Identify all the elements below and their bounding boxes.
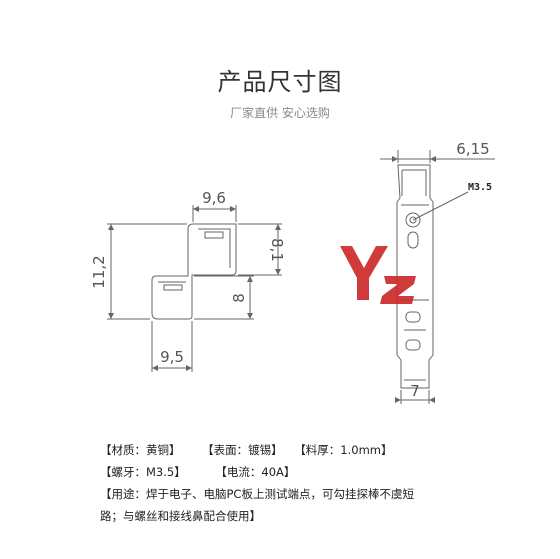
dim-thread: M3.5 <box>468 182 492 193</box>
front-view-screw-hole <box>405 212 421 228</box>
dim-bottom-width: 9,5 <box>160 348 184 366</box>
dim-step-height: 8 <box>230 293 248 303</box>
page-title: 产品尺寸图 <box>217 68 343 96</box>
side-view-inner <box>158 228 231 283</box>
page-subtitle: 厂家直供 安心选购 <box>230 106 330 120</box>
dim-front-top-width: 6,15 <box>456 140 489 158</box>
dim-right-height: 8,1 <box>268 238 286 262</box>
dim-left-height: 11,2 <box>90 255 108 288</box>
front-view-inner <box>401 169 429 381</box>
dimension-drawing: 9,6 11,2 8,1 8 9,5 6,15 M3.5 7 <box>90 140 495 404</box>
spec-row-2: 【螺牙：M3.5】 【电流：40A】 <box>100 461 520 483</box>
yz-logo <box>340 246 416 304</box>
dim-front-bottom-width: 7 <box>410 382 420 400</box>
side-view-hole-top <box>204 231 224 239</box>
spec-usage-line-2: 路；与螺丝和接线鼻配合使用】 <box>100 509 261 523</box>
spec-row-1: 【材质：黄铜】 【表面：镀锡】 【料厚：1.0mm】 <box>100 439 520 461</box>
spec-material: 【材质：黄铜】 <box>100 443 181 457</box>
spec-current: 【电流：40A】 <box>215 465 296 479</box>
front-view-slot <box>407 231 419 249</box>
side-view-hole-bottom <box>163 284 183 291</box>
spec-thread: 【螺牙：M3.5】 <box>100 465 186 479</box>
spec-thickness: 【料厚：1.0mm】 <box>294 443 393 457</box>
side-view-outline <box>151 223 237 320</box>
front-view-outline <box>396 164 434 389</box>
spec-surface: 【表面：镀锡】 <box>202 443 283 457</box>
spec-list: 【材质：黄铜】 【表面：镀锡】 【料厚：1.0mm】 【螺牙：M3.5】 【电流… <box>100 439 520 527</box>
dim-top-width: 9,6 <box>202 189 226 207</box>
spec-usage-line-1: 【用途：焊于电子、电脑PC板上测试端点，可勾挂探棒不虞短 <box>100 487 414 501</box>
